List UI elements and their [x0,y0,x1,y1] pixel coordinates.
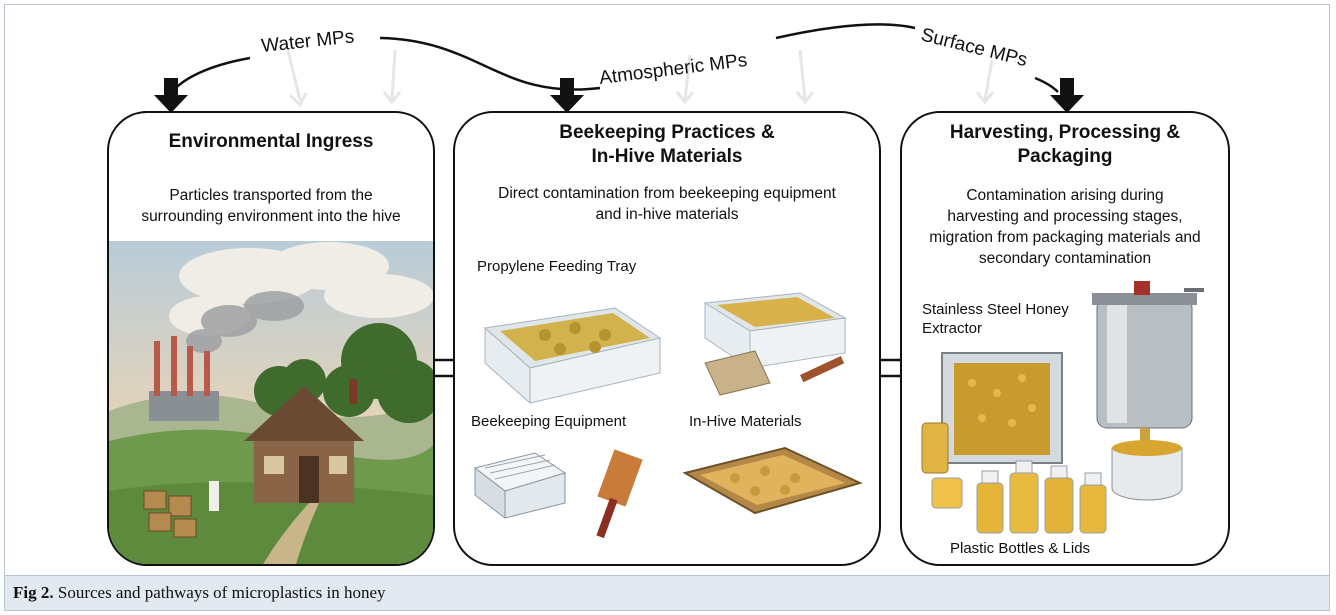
beekeeping-title-line: Beekeeping Practices & [559,122,775,143]
beekeeping-equipment-label: Beekeeping Equipment [471,413,627,430]
equipment-image [473,449,643,539]
extractor-label-line: Stainless Steel Honey [922,301,1069,318]
environmental-desc-line: surrounding environment into the hive [141,208,401,225]
beekeeping-title-line: In-Hive Materials [591,146,743,167]
surface-curve [775,23,916,40]
in-hive-image [682,446,863,515]
beekeeping-description: Direct contamination from beekeeping equ… [455,183,879,225]
figure-frame [4,4,1330,576]
harvesting-desc-line: secondary contamination [978,250,1152,267]
feeding-tray-image [483,307,662,405]
landscape-illustration [109,241,433,564]
surface-mps-label: Surface MPs [919,24,1030,71]
harvesting-desc-line: migration from packaging materials and [929,229,1201,246]
harvesting-desc-line: Contamination arising during [966,187,1164,204]
environmental-desc-line: Particles transported from the [169,187,373,204]
plastic-bottles-label: Plastic Bottles & Lids [950,540,1091,557]
honey-extractor-image [1092,281,1204,501]
caption-label: Fig 2. [13,583,54,602]
water-curve [171,56,251,93]
caption-text: Sources and pathways of microplastics in… [53,583,386,602]
bottles-image [931,460,1107,534]
in-hive-materials-label: In-Hive Materials [689,413,802,430]
arrow-down-beekeeping [550,78,584,113]
harvesting-title-line: Harvesting, Processing & [949,122,1181,143]
beekeeping-title: Beekeeping Practices & In-Hive Materials [455,121,879,169]
surface-curve-end [1034,76,1059,93]
harvesting-illustrations [921,281,1204,534]
water-mps-label: Water MPs [260,26,355,57]
harvesting-title: Harvesting, Processing & Packaging [902,121,1228,169]
beekeeping-desc-line: Direct contamination from beekeeping equ… [498,185,836,202]
small-tray-image [703,292,847,396]
harvesting-desc-line: harvesting and processing stages, [947,208,1183,225]
extractor-label: Stainless Steel Honey Extractor [922,300,1069,338]
panel-environmental: Environmental Ingress Particles transpor… [107,111,435,566]
environmental-description: Particles transported from the surroundi… [109,185,433,227]
feeding-tray-label: Propylene Feeding Tray [477,258,637,275]
atmospheric-mps-label: Atmospheric MPs [598,50,748,89]
environmental-title: Environmental Ingress [168,131,374,152]
extractor-label-line: Extractor [922,320,983,337]
arrow-down-harvesting [1050,78,1084,113]
harvesting-description: Contamination arising during harvesting … [902,185,1228,269]
beekeeping-desc-line: and in-hive materials [595,206,739,223]
figure-caption: Fig 2. Sources and pathways of microplas… [4,576,1330,611]
harvesting-title-line: Packaging [1017,146,1113,167]
arrow-down-environmental [154,78,188,113]
panel-harvesting: Harvesting, Processing & Packaging Conta… [900,111,1230,566]
faint-arrows [286,49,995,108]
beekeeping-illustrations [473,292,863,539]
panel-beekeeping: Beekeeping Practices & In-Hive Materials… [453,111,881,566]
honey-box-image [921,352,1063,474]
